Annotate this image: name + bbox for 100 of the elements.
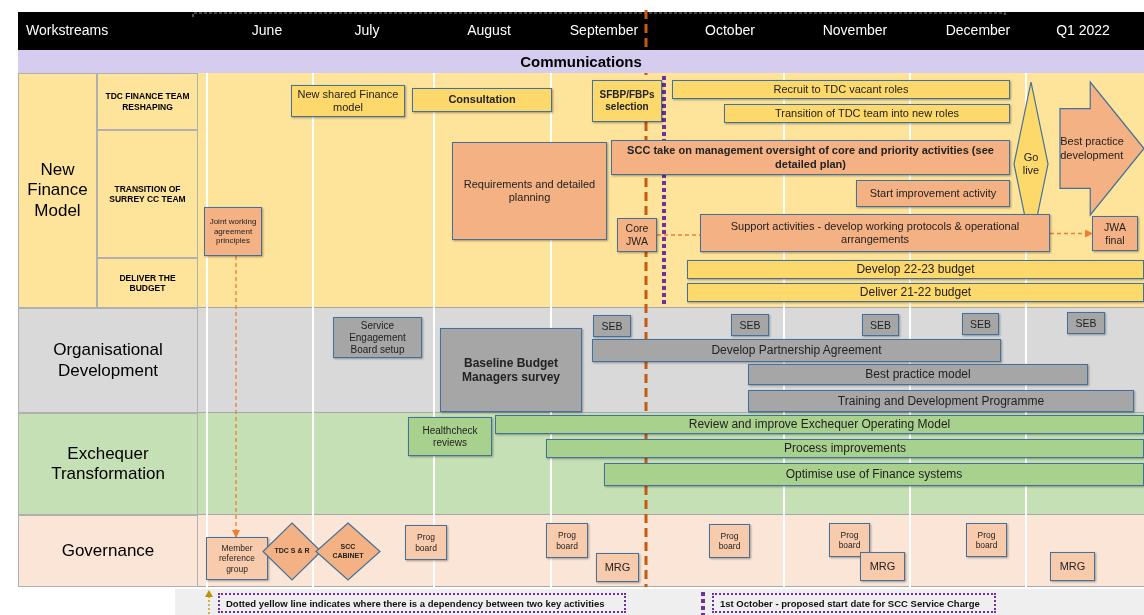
task-label: SEB bbox=[601, 319, 623, 333]
column-header: Q1 2022 bbox=[1056, 22, 1110, 38]
task-box bbox=[617, 218, 657, 252]
workstream-header bbox=[18, 308, 198, 413]
task-label: Joint working agreement principles bbox=[208, 217, 258, 246]
dependency-arrow bbox=[1049, 229, 1093, 238]
meeting-box bbox=[966, 523, 1007, 557]
task-label: Prog board bbox=[837, 529, 862, 551]
task-label: Member reference group bbox=[218, 543, 256, 574]
task-bar bbox=[604, 463, 1144, 486]
legend-text: 1st October - proposed start date for SCC Service Charge bbox=[720, 597, 980, 609]
task-label: SEB bbox=[870, 318, 891, 332]
task-label: SEB bbox=[1075, 316, 1097, 330]
task-label: Transition of TDC team into new roles bbox=[775, 106, 959, 121]
task-label: SEB bbox=[739, 318, 761, 332]
sub-workstream-title: DELIVER THE BUDGET bbox=[118, 272, 177, 294]
task-box bbox=[204, 207, 262, 256]
meeting-box bbox=[829, 523, 870, 557]
task-bar bbox=[856, 180, 1010, 207]
workstream-title: Organisational Development bbox=[52, 340, 164, 381]
meeting-box bbox=[596, 553, 639, 582]
task-label: Prog board bbox=[555, 530, 579, 551]
workstream-header bbox=[18, 515, 198, 587]
dependency-arrow bbox=[232, 255, 240, 538]
task-label: Prog board bbox=[974, 529, 999, 551]
task-bar bbox=[724, 104, 1010, 123]
task-label: Recruit to TDC vacant roles bbox=[773, 82, 909, 97]
sub-workstream-title: TRANSITION OF SURREY CC TEAM bbox=[108, 183, 187, 205]
task-bar bbox=[687, 283, 1144, 302]
task-box bbox=[440, 328, 582, 412]
task-label: SFBP/FBPs selection bbox=[598, 89, 656, 113]
band-title: Communications bbox=[520, 52, 642, 71]
meeting-box bbox=[593, 315, 631, 337]
sub-workstream-header bbox=[97, 130, 198, 258]
task-label: Review and improve Exchequer Operating Model bbox=[688, 417, 951, 432]
meeting-box bbox=[1050, 552, 1095, 581]
task-label: Deliver 21-22 budget bbox=[859, 285, 972, 300]
communications-band bbox=[18, 50, 1144, 73]
column-header: Workstreams bbox=[26, 22, 109, 38]
workstream-header bbox=[18, 413, 198, 515]
task-box bbox=[592, 80, 662, 122]
meeting-box bbox=[1067, 312, 1105, 334]
task-label: Best practice model bbox=[865, 367, 971, 382]
column-header: December bbox=[945, 22, 1011, 38]
task-label: MRG bbox=[869, 559, 896, 574]
workstream-header bbox=[18, 73, 97, 308]
task-label: JWA final bbox=[1103, 220, 1127, 247]
task-label: Service Engagement Board setup bbox=[348, 319, 407, 356]
task-bar bbox=[700, 214, 1050, 252]
task-bar bbox=[687, 260, 1144, 279]
sub-workstream-title: TDC FINANCE TEAM RESHAPING bbox=[104, 91, 191, 112]
task-label: Healthcheck reviews bbox=[421, 424, 479, 449]
task-box bbox=[452, 142, 607, 240]
workstream-title: New Finance Model bbox=[26, 159, 89, 222]
task-box bbox=[408, 417, 492, 456]
task-label: Prog board bbox=[717, 530, 742, 552]
arrow-label: Best practice development bbox=[1060, 135, 1125, 162]
task-label: Core JWA bbox=[624, 222, 650, 248]
task-label: SCC take on management oversight of core and priority activities (see detailed plan) bbox=[626, 144, 995, 171]
meeting-box bbox=[546, 523, 588, 558]
task-label: New shared Finance model bbox=[296, 87, 400, 115]
task-label: Optimise use of Finance systems bbox=[785, 467, 963, 482]
column-header: October bbox=[705, 22, 755, 38]
task-bar bbox=[748, 364, 1088, 385]
meeting-box bbox=[731, 314, 769, 336]
task-bar bbox=[495, 415, 1144, 434]
task-label: Baseline Budget Managers survey bbox=[460, 355, 562, 385]
legend-text: Dotted yellow line indicates where there is a dependency between two key activities bbox=[226, 597, 605, 609]
task-bar bbox=[748, 390, 1134, 412]
task-bar bbox=[412, 88, 552, 112]
task-label: Requirements and detailed planning bbox=[462, 177, 597, 205]
meeting-box bbox=[206, 537, 268, 580]
column-header: September bbox=[569, 22, 639, 38]
sub-workstream-header bbox=[97, 73, 198, 130]
milestone-label: Go live bbox=[1021, 150, 1041, 178]
column-header: June bbox=[251, 22, 283, 38]
task-label: Process improvements bbox=[783, 441, 906, 456]
task-box bbox=[1092, 216, 1138, 251]
task-bar bbox=[672, 80, 1010, 99]
task-label: Prog board bbox=[414, 532, 438, 553]
task-box bbox=[333, 317, 422, 358]
sub-workstream-header bbox=[97, 258, 198, 308]
task-label: Training and Development Programme bbox=[837, 393, 1045, 409]
workstream-title: Exchequer Transformation bbox=[50, 443, 166, 485]
workstream-title: Governance bbox=[61, 540, 155, 562]
task-label: Develop 22-23 budget bbox=[856, 262, 975, 277]
task-label: Support activities - develop working protocols & operational arrangements bbox=[729, 219, 1021, 247]
task-label: Start improvement activity bbox=[869, 186, 997, 201]
task-label: MRG bbox=[604, 560, 631, 575]
meeting-box bbox=[405, 525, 447, 560]
meeting-box bbox=[962, 313, 999, 335]
task-label: Develop Partnership Agreement bbox=[711, 343, 882, 358]
task-bar bbox=[546, 439, 1144, 458]
column-header: August bbox=[467, 22, 511, 38]
task-bar bbox=[592, 339, 1001, 362]
meeting-box bbox=[862, 314, 899, 336]
task-bar bbox=[611, 140, 1010, 175]
task-label: Consultation bbox=[448, 93, 516, 107]
task-label: SEB bbox=[970, 317, 991, 331]
column-header: November bbox=[822, 22, 888, 38]
